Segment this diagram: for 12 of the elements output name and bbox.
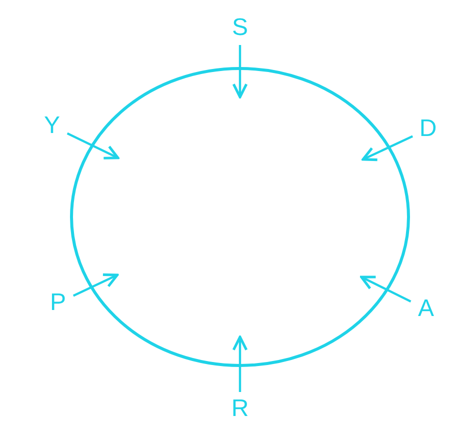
arrow bbox=[360, 276, 412, 302]
letter-label: A bbox=[418, 295, 434, 322]
arrow bbox=[72, 273, 119, 297]
arrow bbox=[362, 135, 414, 162]
arrow bbox=[66, 132, 120, 160]
arrow bbox=[232, 336, 248, 392]
letter-label: D bbox=[419, 115, 437, 142]
arrow bbox=[232, 45, 248, 98]
letter-label: P bbox=[50, 289, 66, 316]
letter-label: R bbox=[231, 395, 249, 422]
letter-label: Y bbox=[44, 112, 60, 139]
letter-label: S bbox=[232, 14, 248, 41]
